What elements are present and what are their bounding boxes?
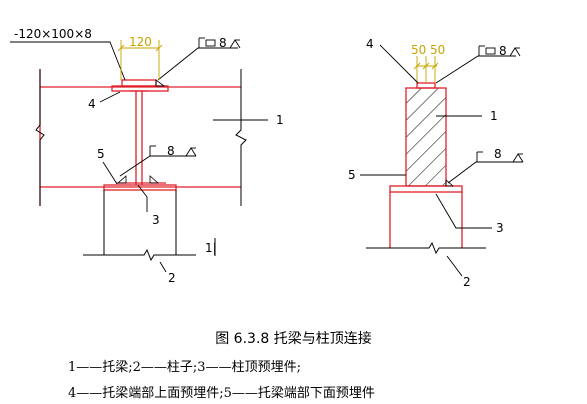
right-dimension-50 — [413, 56, 439, 83]
right-leaders — [360, 44, 523, 277]
right-callout-1: 1 — [490, 109, 498, 123]
dim-50-a-label: 50 — [411, 43, 426, 57]
left-section-mark: 1| — [205, 241, 217, 255]
dim-120-label: 120 — [129, 35, 152, 49]
right-beam-hatch — [406, 88, 446, 186]
left-i-web — [130, 90, 148, 185]
left-callout-1: 1 — [276, 113, 284, 127]
left-leaders — [10, 41, 268, 273]
plate-spec-label: -120×100×8 — [14, 27, 92, 41]
right-callout-4: 4 — [366, 37, 374, 51]
right-weld-symbol-top — [478, 45, 521, 57]
figure-caption: 图 6.3.8 托梁与柱顶连接 — [215, 331, 372, 347]
left-weld-symbol-top — [198, 37, 241, 49]
left-weld-size-bottom: 8 — [167, 144, 175, 158]
left-callout-4: 4 — [88, 97, 96, 111]
right-detail: 4 50 50 8 1 8 5 3 2 — [348, 37, 524, 289]
left-detail: -120×100×8 120 8 8 4 1 5 3 2 1| — [10, 27, 284, 285]
left-weld-top — [155, 79, 166, 87]
right-callout-2: 2 — [463, 275, 471, 289]
left-callout-3: 3 — [152, 213, 160, 227]
left-weld-symbol-bottom — [149, 145, 197, 157]
left-dimension-120 — [117, 40, 163, 80]
left-weld-bottom-r — [149, 175, 160, 184]
right-callout-5: 5 — [348, 168, 356, 182]
connection-drawing: -120×100×8 120 8 8 4 1 5 3 2 1| — [10, 27, 524, 289]
left-top-plate — [121, 79, 157, 87]
left-column — [83, 190, 196, 262]
left-callout-5: 5 — [97, 147, 105, 161]
right-weld-symbol-bottom — [476, 151, 524, 163]
left-weld-size-top: 8 — [219, 36, 227, 50]
legend-line-2: 4——托梁端部上面预埋件;5——托梁端部下面预埋件 — [68, 386, 375, 401]
right-weld-size-bottom: 8 — [494, 147, 502, 161]
right-column-base — [366, 241, 486, 255]
legend-line-1: 1——托梁;2——柱子;3——柱顶预埋件; — [68, 360, 301, 375]
left-weld-bottom-l — [116, 175, 127, 184]
right-top-plate — [416, 82, 436, 89]
right-weld-size-top: 8 — [499, 44, 507, 58]
left-callout-2: 2 — [168, 271, 176, 285]
left-bottom-plate — [103, 184, 177, 191]
right-column — [389, 192, 463, 248]
right-weld-bottom — [445, 179, 455, 187]
dim-50-b-label: 50 — [430, 43, 445, 57]
right-callout-3: 3 — [496, 221, 504, 235]
right-bottom-plate — [389, 185, 463, 193]
